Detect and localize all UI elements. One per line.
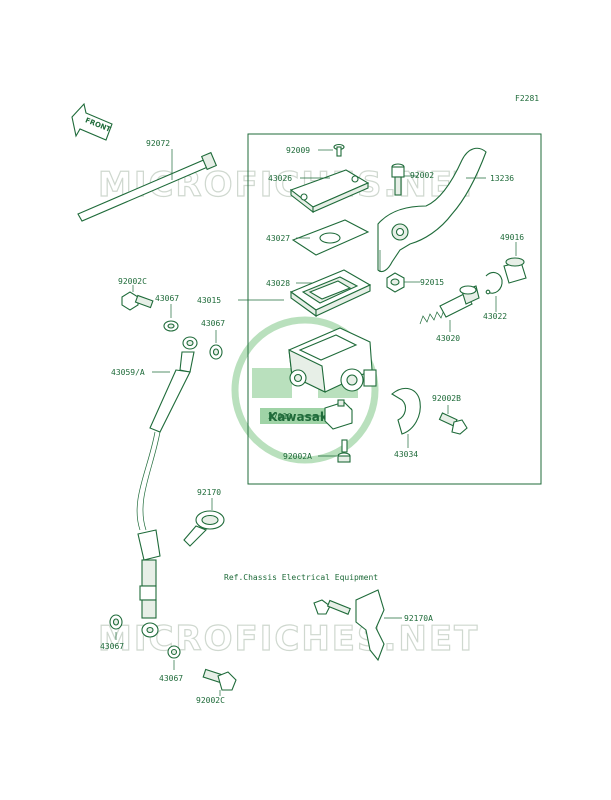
part-27010: 27010 [268,412,292,421]
part-43026: 43026 [268,174,292,183]
part-13236: 13236 [490,174,514,183]
part-92015: 92015 [420,278,444,287]
front-arrow-icon: FRONT [71,102,113,141]
cable-tie-part [77,151,218,222]
washer-c-part [109,614,123,630]
part-92009: 92009 [286,146,310,155]
figure-code: F2281 [515,94,539,103]
part-92002c-top: 92002C [118,277,147,286]
part-92170: 92170 [197,488,221,497]
part-43067-a: 43067 [155,294,179,303]
brake-switch-part [324,399,353,430]
diaphragm-part [289,269,372,318]
washer-d-part [167,645,181,659]
part-43059a: 43059/A [111,368,145,377]
kawasaki-logo-text: Kawasaki [268,410,332,424]
part-92170a: 92170A [404,614,433,623]
watermark-bottom: MICROFICHES.NET [98,619,479,659]
plate-part [291,219,370,256]
part-92002a: 92002A [283,452,312,461]
part-43067-c: 43067 [100,642,124,651]
bolt-92002c-top-part [121,291,154,311]
part-43067-d: 43067 [159,674,183,683]
part-43034: 43034 [394,450,418,459]
brake-lever-part [377,147,487,273]
part-43020: 43020 [436,334,460,343]
part-49016: 49016 [500,233,524,242]
nut-92015-part [386,272,405,293]
circlip-part [485,271,503,295]
hose-clamp-part [183,510,225,547]
part-92002c-bottom: 92002C [196,696,225,705]
brake-hose-part [136,336,198,638]
part-43022: 43022 [483,312,507,321]
part-43028: 43028 [266,279,290,288]
reference-note: Ref.Chassis Electrical Equipment [224,573,378,582]
part-92072: 92072 [146,139,170,148]
bolt-92002b-part [438,412,468,435]
screw-92002a-part [337,439,351,463]
part-43067-b: 43067 [201,319,225,328]
bolt-92002-part [391,163,405,196]
screw-92009-part [333,143,345,157]
part-92002b: 92002B [432,394,461,403]
part-43015: 43015 [197,296,221,305]
part-92002: 92002 [410,171,434,180]
dust-boot-part [503,257,527,284]
assembly-frame [247,133,542,485]
master-cylinder-body-part [288,327,377,393]
bolt-92002c-bottom-part [202,668,237,691]
washer-b-part [209,344,223,360]
part-43027: 43027 [266,234,290,243]
bracket-92170a-part [313,589,385,662]
clamp-part [391,387,421,435]
piston-spring-part [419,285,480,325]
reservoir-cap-part [289,169,370,214]
washer-a-part [163,320,179,332]
